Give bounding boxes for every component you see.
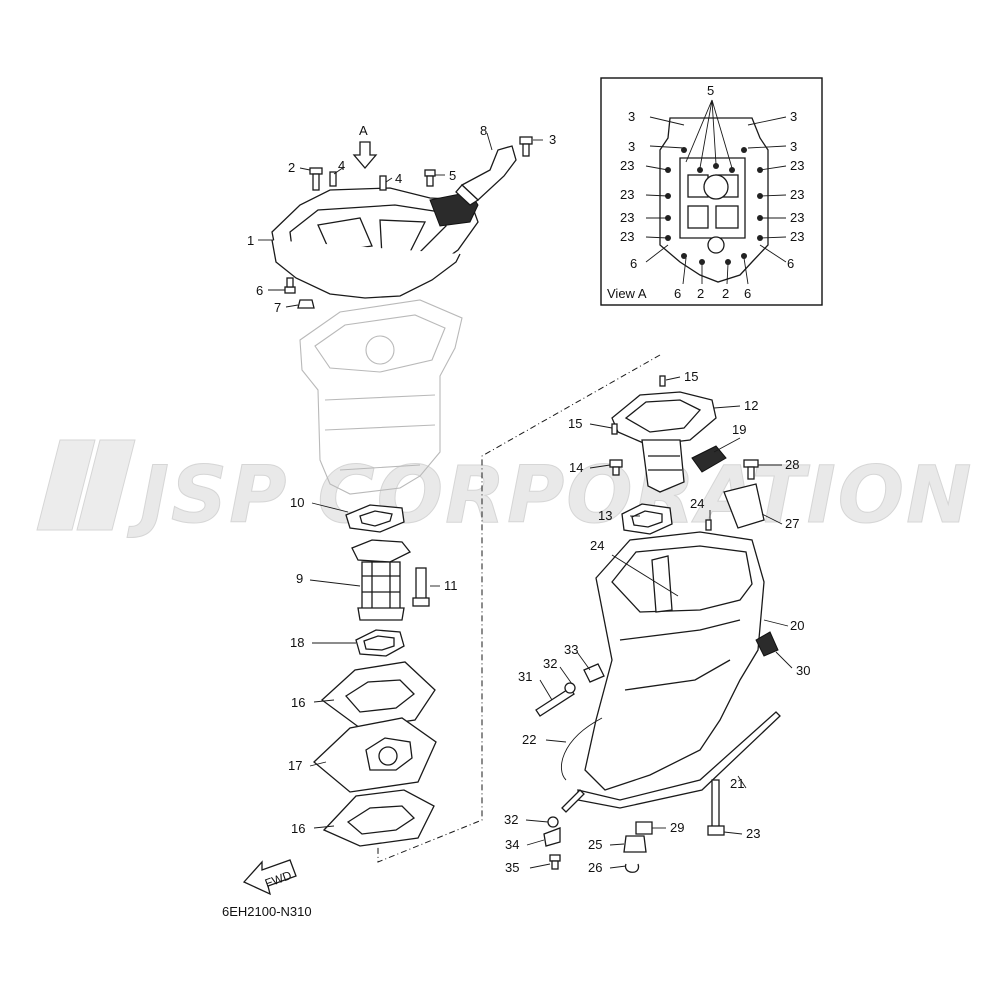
view-a-left-label: 3 [628,139,635,154]
callout-26: 26 [588,860,602,875]
fwd-arrow: FWD [242,859,297,896]
view-arrow-label: A [359,123,368,138]
callout-13: 13 [598,508,612,523]
callout-31: 31 [518,669,532,684]
view-a-left-label: 23 [620,229,634,244]
callout-12: 12 [744,398,758,413]
view-a-left-label: 23 [620,187,634,202]
view-a-right-label: 3 [790,139,797,154]
upper-casing-plate: A 1 2 4 4 5 8 3 [247,123,556,315]
callout-4: 4 [395,171,402,186]
callout-25: 25 [588,837,602,852]
view-a-right-label: 23 [790,210,804,225]
watermark-text: JSP CORPORATION [127,451,973,541]
callout-22: 22 [522,732,536,747]
callout-11: 11 [444,578,458,593]
view-a-left-label: 6 [630,256,637,271]
callout-28: 28 [785,457,799,472]
callout-17: 17 [288,758,302,773]
callout-32: 32 [504,812,518,827]
callout-16: 16 [291,821,305,836]
callout-6: 6 [256,283,263,298]
callout-23: 23 [746,826,760,841]
callout-19: 19 [732,422,746,437]
callout-30: 30 [796,663,810,678]
callout-20: 20 [790,618,804,633]
view-a-left-label: 23 [620,158,634,173]
callout-2: 2 [288,160,295,175]
callout-32: 32 [543,656,557,671]
callout-18: 18 [290,635,304,650]
upper-casing-assembly: 15 12 15 19 14 28 24 13 27 24 20 33 32 3… [504,369,810,875]
view-a-right-label: 6 [787,256,794,271]
callout-5: 5 [449,168,456,183]
assembly-connector-line [377,354,661,863]
callout-15: 15 [684,369,698,384]
callout-1: 1 [247,233,254,248]
callout-34: 34 [505,837,519,852]
callout-8: 8 [480,123,487,138]
view-a-right-label: 23 [790,187,804,202]
view-a-bottom-label: 6 [674,286,681,301]
view-a-bottom-label: 6 [744,286,751,301]
callout-35: 35 [505,860,519,875]
callout-4: 4 [338,158,345,173]
view-a-label-top: 5 [707,83,714,98]
view-a-right-label: 3 [790,109,797,124]
diagram-code: 6EH2100-N310 [222,904,312,919]
view-a-right-label: 23 [790,229,804,244]
callout-33: 33 [564,642,578,657]
view-a-right-label: 23 [790,158,804,173]
view-a-bottom-label: 2 [722,286,729,301]
callout-15: 15 [568,416,582,431]
callout-29: 29 [670,820,684,835]
view-a-left-label: 3 [628,109,635,124]
callout-21: 21 [730,776,744,791]
callout-24: 24 [590,538,604,553]
callout-10: 10 [290,495,304,510]
view-a-left-label: 23 [620,210,634,225]
callout-14: 14 [569,460,583,475]
watermark-logo: JSP CORPORATION [36,439,973,542]
view-a-bottom-label: 2 [697,286,704,301]
view-a-caption: View A [607,286,647,301]
callout-24: 24 [690,496,704,511]
callout-9: 9 [296,571,303,586]
callout-7: 7 [274,300,281,315]
ghost-engine-block [299,299,463,495]
left-parts-stack: 10 9 11 18 16 17 16 [288,495,458,847]
view-a-inset: 5 3 3 23 23 23 23 6 3 3 23 23 23 23 6 6 … [600,77,823,306]
callout-27: 27 [785,516,799,531]
callout-16: 16 [291,695,305,710]
callout-3: 3 [549,132,556,147]
